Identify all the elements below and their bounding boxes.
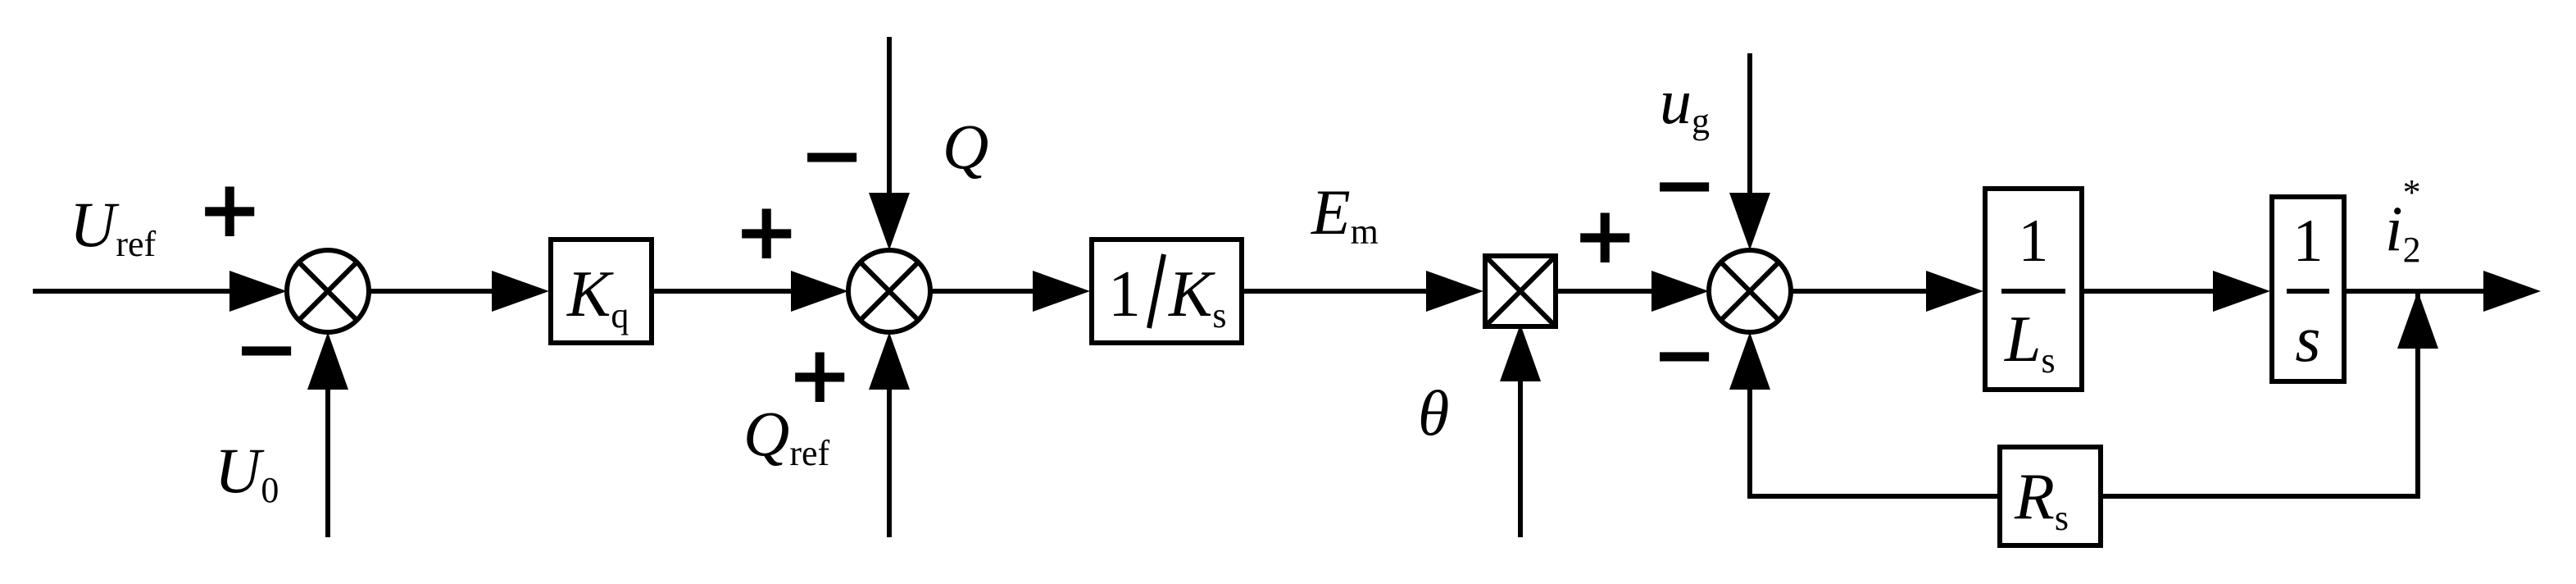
integrator-numerator: 1 bbox=[2293, 208, 2324, 275]
sign-sum3-bottom: − bbox=[1651, 308, 1717, 400]
arrow-into-invls bbox=[1926, 271, 1983, 312]
invks-slash bbox=[1147, 253, 1166, 329]
invks-sub: s bbox=[1212, 295, 1226, 335]
svg-text:Ls: Ls bbox=[2004, 303, 2056, 381]
rs-main: R bbox=[2014, 461, 2055, 533]
kq-main: K bbox=[566, 258, 614, 331]
label-theta: θ bbox=[1418, 377, 1449, 449]
arrow-into-kq bbox=[492, 271, 549, 312]
sign-sum2-bottom: + bbox=[787, 329, 852, 421]
sum-junction-1 bbox=[284, 248, 371, 335]
sign-sum3-top: − bbox=[1651, 139, 1717, 230]
invks-one: 1 bbox=[1108, 258, 1141, 331]
label-q-ref: Qref bbox=[743, 398, 830, 473]
arrow-into-sum3-top bbox=[1729, 193, 1770, 250]
block-inverse-ks: 1 Ks bbox=[1089, 237, 1244, 345]
arrow-into-sum2-top bbox=[869, 193, 910, 250]
invks-main: K bbox=[1168, 258, 1215, 331]
arrow-into-mult bbox=[1426, 271, 1483, 312]
svg-text:1: 1 bbox=[1108, 258, 1141, 331]
arrow-feedback-up-to-takeoff bbox=[2397, 291, 2438, 349]
svg-text:Ks: Ks bbox=[1168, 258, 1226, 335]
sign-mult-left: + bbox=[1572, 189, 1638, 281]
invls-den-main: L bbox=[2004, 303, 2042, 376]
sign-sum1-bottom: − bbox=[234, 303, 299, 395]
svg-text:Kq: Kq bbox=[566, 258, 629, 335]
multiplier-block bbox=[1483, 253, 1558, 329]
arrow-into-sum2-bottom bbox=[869, 332, 910, 390]
label-q: Q bbox=[943, 111, 988, 182]
rs-sub: s bbox=[2055, 498, 2069, 538]
arrow-into-mult-bottom bbox=[1500, 324, 1541, 381]
block-kq: Kq bbox=[548, 237, 654, 345]
sign-sum2-left: + bbox=[734, 185, 799, 277]
arrow-into-integrator bbox=[2213, 271, 2270, 312]
signal-lines bbox=[33, 37, 2541, 537]
label-u0: U0 bbox=[215, 435, 279, 510]
sum-junction-3 bbox=[1706, 248, 1793, 335]
label-u-ref: Uref bbox=[70, 189, 157, 264]
svg-text:Rs: Rs bbox=[2014, 461, 2069, 538]
block-rs: Rs bbox=[1997, 445, 2103, 548]
arrow-into-invks bbox=[1033, 271, 1090, 312]
label-e-m: Em bbox=[1311, 176, 1379, 252]
block-inverse-ls: 1 Ls bbox=[1983, 186, 2084, 392]
integrator-denominator: s bbox=[2295, 303, 2320, 376]
arrow-into-sum1-left bbox=[229, 271, 287, 312]
invls-den-sub: s bbox=[2042, 340, 2056, 381]
label-i2-star: i2* bbox=[2385, 172, 2421, 270]
arrow-into-sum3-bottom bbox=[1729, 332, 1770, 390]
invls-numerator: 1 bbox=[2019, 208, 2049, 275]
label-u-g: ug bbox=[1660, 66, 1710, 141]
sign-sum1-top: + bbox=[197, 163, 262, 255]
kq-sub: q bbox=[611, 295, 629, 335]
arrow-into-sum2-left bbox=[791, 271, 848, 312]
arrow-into-sum3-left bbox=[1651, 271, 1709, 312]
sign-sum2-top: − bbox=[799, 109, 865, 201]
arrow-into-sum1-bottom bbox=[307, 332, 348, 390]
sum-junction-2 bbox=[846, 248, 933, 335]
block-integrator: 1 s bbox=[2269, 194, 2347, 384]
arrow-output bbox=[2483, 271, 2541, 312]
